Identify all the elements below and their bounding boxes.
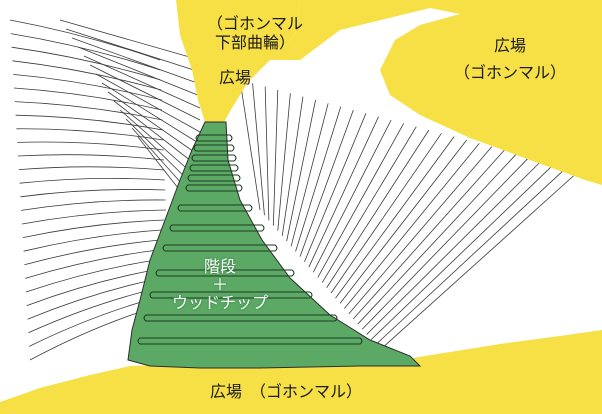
label-top-right-line2: （ゴホンマル） [453,63,566,82]
hatch-line [10,33,161,71]
stair-step [169,224,265,232]
hatch-line [286,99,316,242]
stair-step [191,154,237,162]
hatch-line [19,177,165,184]
hatch-line [17,141,164,151]
hatch-line [16,128,164,141]
hatch-line [95,73,201,133]
label-top-center-line3: 広場 [218,68,251,87]
hatch-line [14,101,163,121]
hatch-line [366,159,543,335]
stair-step [193,144,235,152]
hatch-line [304,113,367,263]
hatch-line [375,166,568,346]
label-top-right: 広場 （ゴホンマル） [450,36,570,82]
stair-step [143,314,338,322]
hatch-line [21,209,167,225]
label-top-center-line2: 下部曲輪） [214,33,295,52]
label-top-center: （ゴホンマル 下部曲輪） 広場 [190,14,320,87]
label-top-right-line1: 広場 [493,36,526,55]
hatch-line [25,259,157,293]
stair-step [155,269,295,277]
hatch-line [65,28,201,73]
stair-step [187,174,241,182]
hatch-line [21,199,166,211]
hatch-line [339,139,467,304]
hatch-line [353,149,505,320]
hatch-line [277,93,291,231]
hatch-line [24,239,161,266]
hatch-line [308,116,379,268]
hatch-line [326,129,430,288]
hatch-line [22,219,165,238]
hatch-line [357,153,518,325]
stair-steps [137,134,363,345]
hatch-line [28,289,151,334]
hatch-line [101,82,201,145]
hatch-line [264,86,270,221]
hatch-line [12,60,162,91]
hatch-line [295,106,342,252]
hatch-line [13,74,162,101]
hatch-line [15,114,163,131]
hatch-line [379,169,581,351]
plaza-top-right [270,0,602,185]
hatch-line [330,133,442,294]
hatch-line [20,189,166,198]
hatch-line [317,123,405,278]
plaza-bottom [0,330,602,414]
hatch-line [348,146,493,314]
hatch-line [23,229,163,252]
hatch-line [18,166,165,171]
hatch-line [59,19,201,61]
slope-hatching-right [239,79,581,351]
hatch-line [252,83,265,216]
label-center-line3: ウッドチップ [171,293,268,312]
hatch-line [281,96,304,236]
hatch-line [290,103,329,247]
hatch-line [107,91,201,157]
hatch-line [29,299,149,347]
hatch-line [17,154,165,161]
stair-step [185,184,243,192]
stair-step [162,244,278,252]
plaza-top-center [176,0,300,122]
hatch-line [83,55,201,109]
hatch-line [71,37,201,85]
hatch-line [113,100,201,169]
stair-step [195,134,233,142]
hatch-line [25,249,159,279]
label-center-line2: ＋ [211,275,228,294]
hatch-line [89,64,201,121]
label-bottom: 広場 （ゴホンマル） [210,382,450,401]
hatch-line [344,143,480,309]
hatch-line [335,136,455,299]
stair-step [149,291,313,299]
stair-step [137,337,363,345]
hatch-line [272,89,279,226]
stair-woodchip-area [127,121,422,369]
hatch-line [321,126,417,283]
label-bottom-text: 広場 （ゴホンマル） [210,382,363,401]
hatch-line [29,309,147,361]
label-center-line1: 階段 [203,257,236,276]
label-top-center-line1: （ゴホンマル [206,14,303,33]
hatch-line [11,46,161,81]
hatch-line [370,163,556,340]
label-center: 階段 ＋ ウッドチップ [160,258,280,312]
hatch-line [27,279,153,320]
hatch-line [239,79,261,211]
hatch-line [77,46,201,97]
hatch-line [312,119,392,273]
hatch-line [9,19,161,61]
hatch-line [299,109,354,257]
stair-step [189,164,239,172]
hatch-line [26,269,155,306]
hatch-line [361,156,530,330]
stair-step [177,204,253,212]
hatch-line [13,87,163,111]
